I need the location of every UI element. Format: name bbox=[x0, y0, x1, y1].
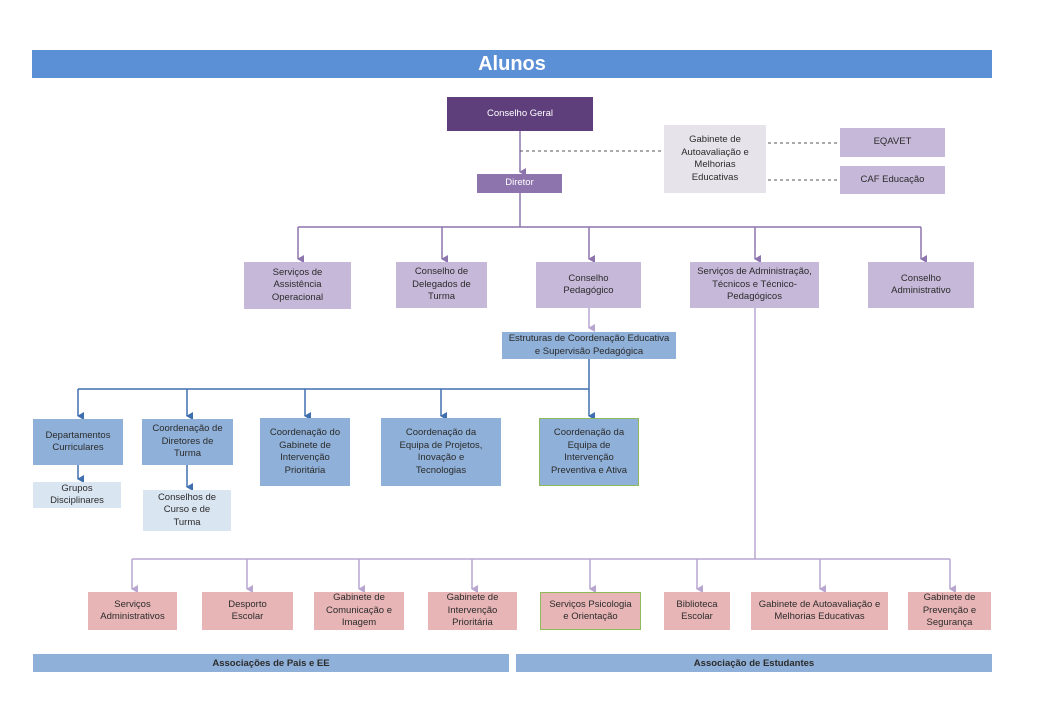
servicos-psicologia-box: Serviços Psicologia e Orientação bbox=[540, 592, 641, 630]
diretor-box: Diretor bbox=[477, 174, 562, 193]
conselho-geral-box: Conselho Geral bbox=[447, 97, 593, 131]
gabinete-autoavaliacao-top-box: Gabinete de Autoavaliação e Melhorias Ed… bbox=[664, 125, 766, 193]
departamentos-curriculares-box: Departamentos Curriculares bbox=[33, 419, 123, 465]
conselho-delegados-box: Conselho de Delegados de Turma bbox=[396, 262, 487, 308]
conselho-pedagogico-box: Conselho Pedagógico bbox=[536, 262, 641, 308]
associacao-estudantes-bar: Associação de Estudantes bbox=[516, 654, 992, 672]
conselhos-curso-box: Conselhos de Curso e de Turma bbox=[143, 490, 231, 531]
biblioteca-escolar-box: Biblioteca Escolar bbox=[664, 592, 730, 630]
servicos-assistencia-box: Serviços de Assistência Operacional bbox=[244, 262, 351, 309]
estruturas-coordenacao-box: Estruturas de Coordenação Educativa e Su… bbox=[502, 332, 676, 359]
grupos-disciplinares-box: Grupos Disciplinares bbox=[33, 482, 121, 508]
servicos-administrativos-box: Serviços Administrativos bbox=[88, 592, 177, 630]
coordenacao-diretores-turma-box: Coordenação de Diretores de Turma bbox=[142, 419, 233, 465]
gabinete-autoavaliacao-box: Gabinete de Autoavaliação e Melhorias Ed… bbox=[751, 592, 888, 630]
gabinete-intervencao-prioritaria-box: Gabinete de Intervenção Prioritária bbox=[428, 592, 517, 630]
conselho-administrativo-box: Conselho Administrativo bbox=[868, 262, 974, 308]
eqavet-box: EQAVET bbox=[840, 128, 945, 157]
caf-educacao-box: CAF Educação bbox=[840, 166, 945, 194]
associacoes-pais-bar: Associações de Pais e EE bbox=[33, 654, 509, 672]
coordenacao-equipa-projetos-box: Coordenação da Equipa de Projetos, Inova… bbox=[381, 418, 501, 486]
coordenacao-gabinete-intervencao-box: Coordenação do Gabinete de Intervenção P… bbox=[260, 418, 350, 486]
coordenacao-equipa-preventiva-box: Coordenação da Equipa de Intervenção Pre… bbox=[539, 418, 639, 486]
gabinete-prevencao-box: Gabinete de Prevenção e Segurança bbox=[908, 592, 991, 630]
page-title: Alunos bbox=[32, 50, 992, 78]
gabinete-comunicacao-box: Gabinete de Comunicação e Imagem bbox=[314, 592, 404, 630]
servicos-administracao-box: Serviços de Administração, Técnicos e Té… bbox=[690, 262, 819, 308]
desporto-escolar-box: Desporto Escolar bbox=[202, 592, 293, 630]
